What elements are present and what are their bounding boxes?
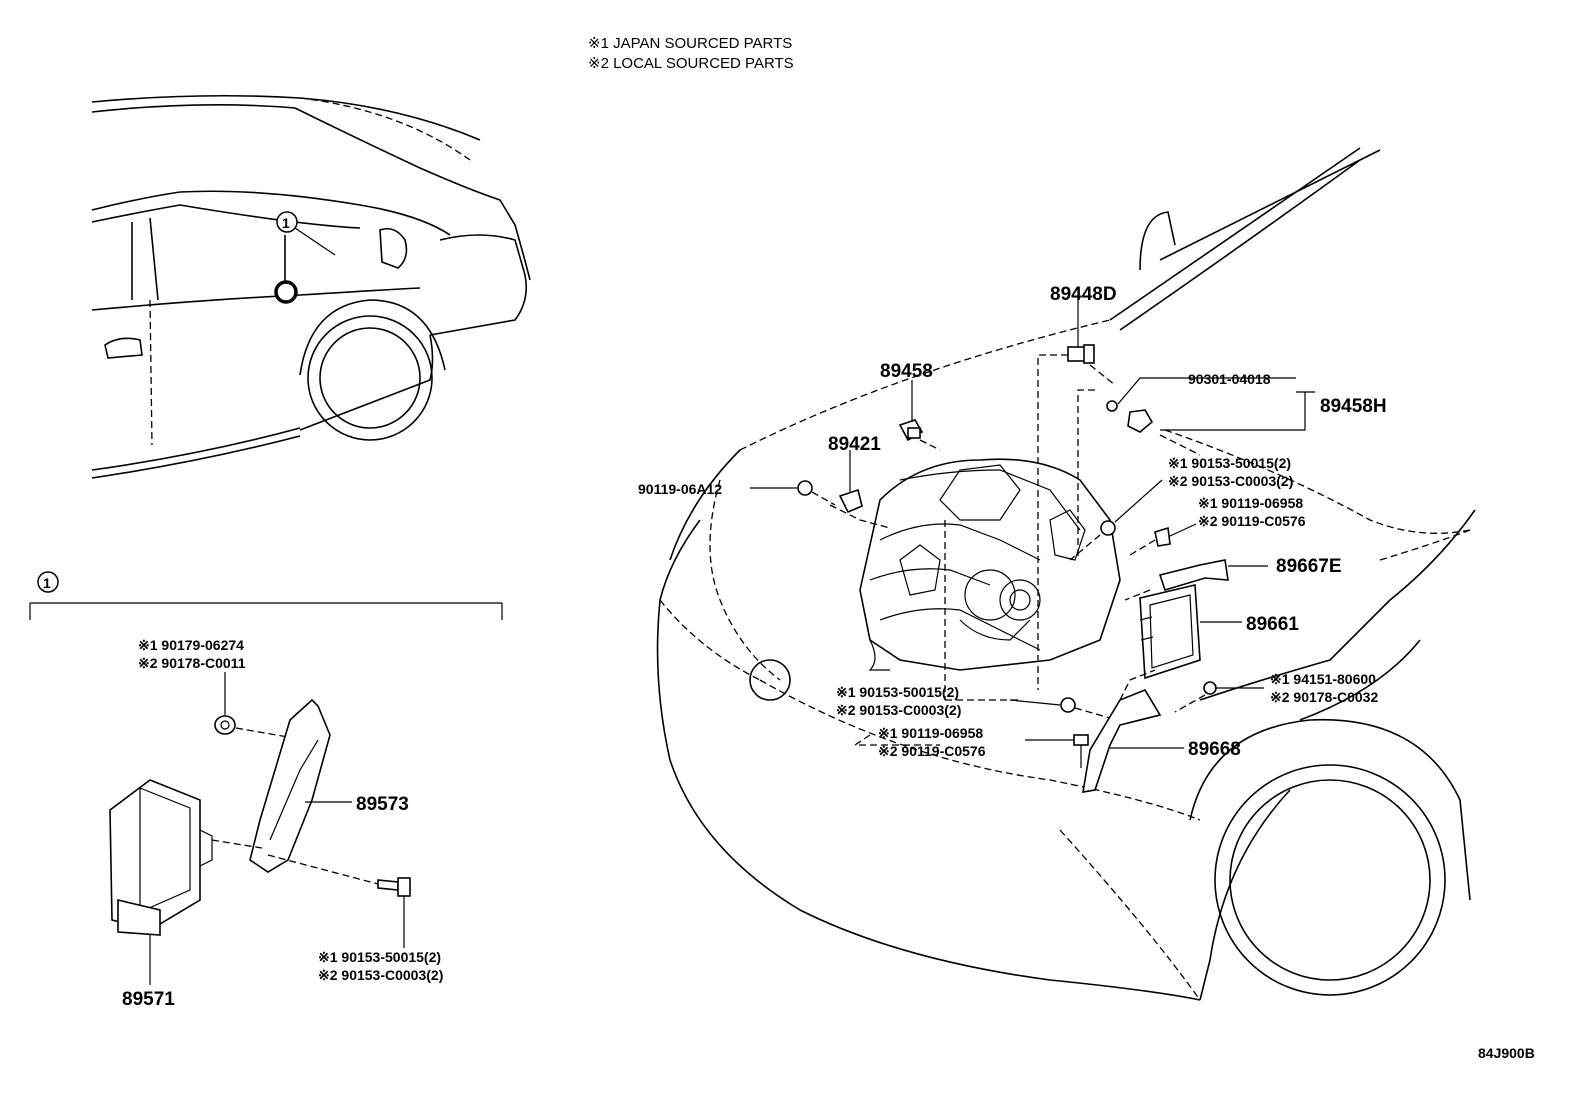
note-japan: ※1 JAPAN SOURCED PARTS xyxy=(588,35,792,52)
label-89458H: 89458H xyxy=(1320,396,1387,417)
label-89448D: 89448D xyxy=(1050,284,1117,305)
label-90301-04018: 90301-04018 xyxy=(1188,371,1271,387)
label-90153-C0003-upper: ※2 90153-C0003(2) xyxy=(1168,473,1293,489)
label-90153-50015-left: ※1 90153-50015(2) xyxy=(318,949,441,965)
bolt-90153-right-lower xyxy=(1009,697,1111,719)
bolt-90119-right-upper xyxy=(1129,523,1197,556)
label-90119-C0576-upper: ※2 90119-C0576 xyxy=(1198,513,1306,529)
ecu-89661 xyxy=(1139,584,1242,680)
wire-89667E xyxy=(1124,559,1268,601)
callout-circle xyxy=(276,211,298,233)
bolt-90153-left xyxy=(267,854,411,948)
label-90178-C0032: ※2 90178-C0032 xyxy=(1270,689,1378,705)
label-89661: 89661 xyxy=(1246,614,1299,635)
label-89421: 89421 xyxy=(828,434,881,455)
bracket-89668 xyxy=(1082,669,1184,793)
bolt-90119-right-lower xyxy=(852,734,1089,768)
label-94151-80600: ※1 94151-80600 xyxy=(1270,671,1376,687)
note-local: ※2 LOCAL SOURCED PARTS xyxy=(588,55,794,72)
bolt-90153-right-upper xyxy=(1069,479,1163,561)
sensor-89448D xyxy=(1037,300,1116,690)
front-car-illustration xyxy=(656,147,1476,1001)
sensor-89458 xyxy=(898,380,941,451)
label-90153-C0003-lower: ※2 90153-C0003(2) xyxy=(836,702,961,718)
label-90119-06958-upper: ※1 90119-06958 xyxy=(1198,495,1303,511)
label-90153-50015-upper: ※1 90153-50015(2) xyxy=(1168,455,1291,471)
label-90119-C0576-lower: ※2 90119-C0576 xyxy=(878,743,986,759)
nut-94151 xyxy=(1174,681,1264,713)
label-89668: 89668 xyxy=(1188,739,1241,760)
ecu-89571 xyxy=(109,779,263,985)
section-marker-number: 1 xyxy=(43,575,51,591)
label-90119-06A12: 90119-06A12 xyxy=(638,481,722,497)
sensor-89421 xyxy=(829,450,891,529)
engine-block xyxy=(859,458,1121,701)
label-89571: 89571 xyxy=(122,989,175,1010)
diagram-code: 84J900B xyxy=(1478,1045,1535,1061)
label-90179-06274: ※1 90179-06274 xyxy=(138,637,244,653)
detail-section: 1 xyxy=(29,571,503,1010)
section-marker-circle xyxy=(37,571,59,593)
label-89458: 89458 xyxy=(880,361,933,382)
label-90178-C0011: ※2 90178-C0011 xyxy=(138,655,246,671)
bracket-89573 xyxy=(249,698,352,873)
label-90153-50015-lower: ※1 90153-50015(2) xyxy=(836,684,959,700)
callout-number: 1 xyxy=(282,215,290,231)
label-89667E: 89667E xyxy=(1276,556,1342,577)
label-90119-06958-lower: ※1 90119-06958 xyxy=(878,725,983,741)
sensor-89458H xyxy=(1077,377,1315,560)
bolt-90119-06A12 xyxy=(750,480,836,506)
label-89573: 89573 xyxy=(356,794,409,815)
rear-car-illustration: 1 xyxy=(91,94,531,479)
fuel-door-marker xyxy=(274,280,298,304)
label-90153-C0003-left: ※2 90153-C0003(2) xyxy=(318,967,443,983)
